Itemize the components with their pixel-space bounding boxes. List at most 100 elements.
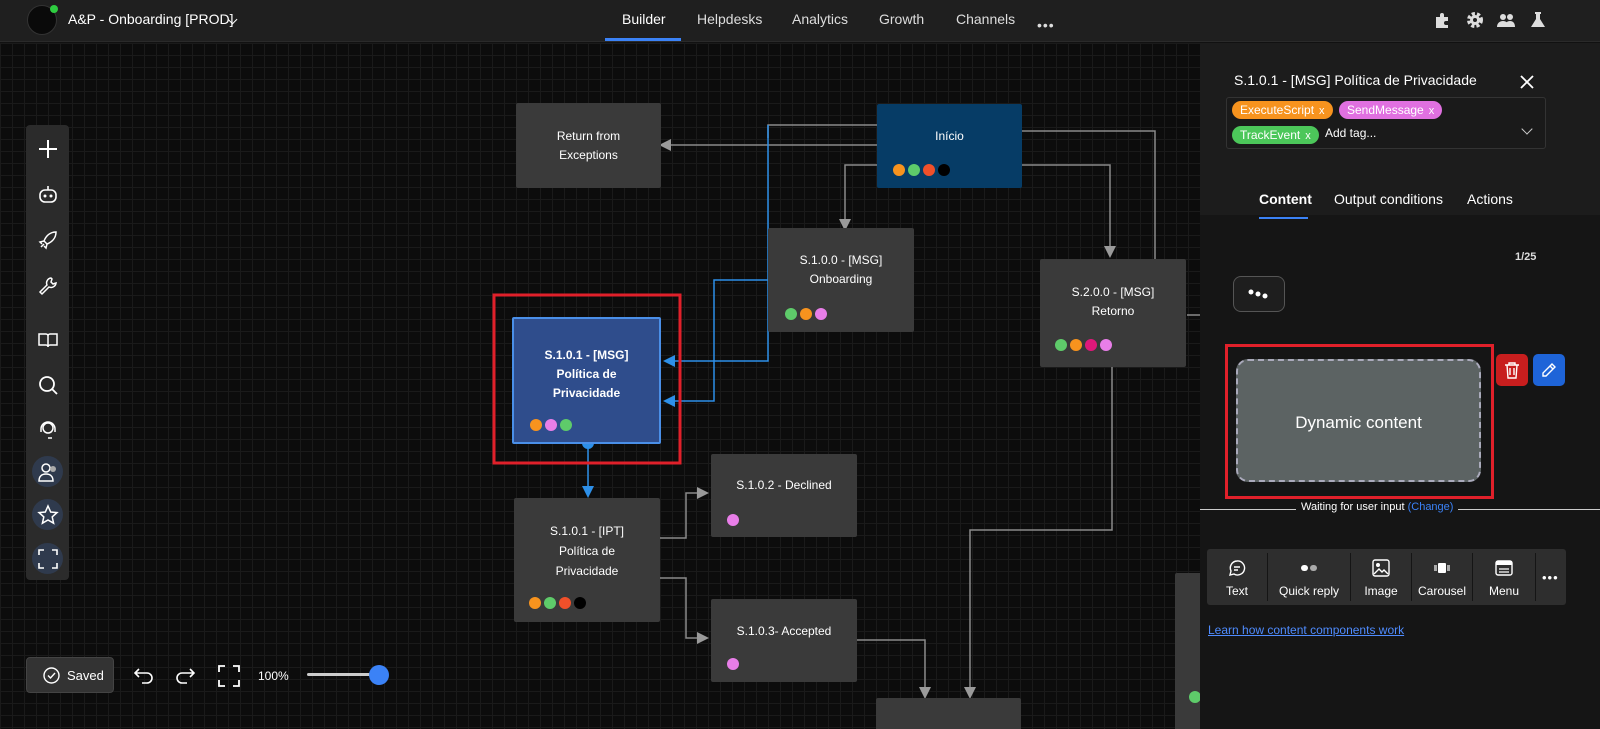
add-carousel-button[interactable]: Carousel [1412, 549, 1472, 605]
add-tag-placeholder[interactable]: Add tag... [1325, 126, 1377, 140]
learn-content-link[interactable]: Learn how content components work [1208, 623, 1405, 637]
node-title: S.1.0.2 - Declined [736, 478, 832, 492]
node-s101-ipt[interactable]: S.1.0.1 - [IPT] Política de Privacidade [514, 498, 660, 622]
flask-icon[interactable] [1528, 10, 1548, 30]
more-icon[interactable]: ••• [1037, 17, 1055, 33]
button-label: Quick reply [1278, 584, 1340, 598]
add-menu-button[interactable]: Menu [1473, 549, 1535, 605]
separator [1267, 553, 1268, 601]
search-icon[interactable] [32, 369, 63, 400]
book-icon[interactable] [32, 324, 63, 355]
dynamic-content-label: Dynamic content [1295, 413, 1422, 432]
content-components-bar: Text Quick reply Image Carousel Menu [1207, 549, 1566, 605]
nav-analytics[interactable]: Analytics [792, 11, 849, 27]
top-bar: A&P - Onboarding [PROD] Builder Helpdesk… [0, 0, 1600, 42]
users-icon[interactable] [1496, 10, 1516, 30]
node-title: S.2.0.0 - [MSG] [1071, 285, 1155, 299]
saved-button[interactable]: Saved [26, 657, 114, 693]
saved-label: Saved [67, 668, 104, 683]
node-title: Início [935, 129, 964, 143]
zoom-slider-track[interactable] [307, 673, 378, 676]
chevron-down-icon[interactable] [1521, 123, 1533, 135]
carousel-icon [1434, 563, 1450, 573]
tab-content[interactable]: Content [1259, 191, 1312, 207]
node-subtitle: Onboarding [809, 272, 873, 286]
undo-icon[interactable] [134, 666, 154, 684]
node-subtitle: Retorno [1091, 304, 1135, 318]
remove-tag-icon[interactable]: x [1319, 105, 1325, 117]
tag-dot [727, 514, 739, 526]
panel-header: S.1.0.1 - [MSG] Política de Privacidade … [1200, 43, 1600, 215]
node-s101-msg-selected[interactable]: S.1.0.1 - [MSG] Política de Privacidade [512, 317, 661, 444]
expand-icon[interactable] [32, 543, 63, 574]
separator [1535, 553, 1536, 601]
plus-icon[interactable] [32, 133, 63, 164]
flow-canvas[interactable]: Return from Exceptions Início S.1.0.0 - … [0, 43, 1200, 729]
tag-dot [815, 308, 827, 320]
tab-output-conditions[interactable]: Output conditions [1334, 191, 1443, 207]
remove-tag-icon[interactable]: x [1305, 130, 1311, 142]
typing-indicator[interactable] [1233, 276, 1285, 312]
tag-dot [800, 308, 812, 320]
node-tag-dots [1189, 691, 1200, 703]
add-quick-reply-button[interactable]: Quick reply [1268, 549, 1350, 605]
dynamic-content-block[interactable]: Dynamic content [1236, 359, 1481, 482]
node-editor-panel: S.1.0.1 - [MSG] Política de Privacidade … [1200, 43, 1600, 729]
panel-title: S.1.0.1 - [MSG] Política de Privacidade [1234, 72, 1477, 88]
tag-dot [559, 597, 571, 609]
node-inicio[interactable]: Início [877, 104, 1022, 188]
separator [1411, 553, 1412, 601]
delete-button[interactable] [1496, 354, 1528, 386]
node-tag-dots [727, 514, 739, 526]
users-icon[interactable] [32, 456, 63, 487]
tag-dot [530, 419, 542, 431]
puzzle-icon[interactable] [1433, 10, 1453, 30]
node-tag-dots [1055, 339, 1112, 351]
tag-dot [1100, 339, 1112, 351]
tag-dot [1085, 339, 1097, 351]
rocket-icon[interactable] [32, 224, 63, 255]
redo-icon[interactable] [175, 666, 195, 684]
node-partial-right[interactable] [1175, 573, 1200, 729]
close-icon[interactable] [1518, 73, 1536, 91]
more-components-icon[interactable]: ••• [1542, 570, 1559, 585]
agent-icon[interactable] [32, 413, 63, 444]
add-image-button[interactable]: Image [1351, 549, 1411, 605]
zoom-slider-handle[interactable] [369, 665, 389, 685]
nav-builder[interactable]: Builder [622, 11, 666, 27]
tag-dot [893, 164, 905, 176]
fit-view-icon[interactable] [217, 664, 241, 688]
tab-actions[interactable]: Actions [1467, 191, 1513, 207]
add-text-button[interactable]: Text [1207, 549, 1267, 605]
wrench-icon[interactable] [32, 270, 63, 301]
node-s102-declined[interactable]: S.1.0.2 - Declined [711, 454, 857, 537]
gear-icon[interactable] [1465, 10, 1485, 30]
nav-channels[interactable]: Channels [956, 11, 1016, 27]
node-return-from-exceptions[interactable]: Return from Exceptions [516, 103, 661, 188]
project-selector[interactable]: A&P - Onboarding [PROD] [68, 11, 234, 27]
nav-helpdesks[interactable]: Helpdesks [697, 11, 763, 27]
star-icon[interactable] [32, 499, 63, 530]
bot-icon[interactable] [32, 179, 63, 210]
edit-button[interactable] [1533, 354, 1565, 386]
remove-tag-icon[interactable]: x [1428, 105, 1435, 117]
tag-dot [727, 658, 739, 670]
node-subtitle: Privacidade [552, 386, 621, 400]
node-subtitle: Exceptions [559, 148, 618, 162]
node-s103-accepted[interactable]: S.1.0.3- Accepted [711, 599, 857, 682]
online-status-dot [50, 5, 58, 13]
nav-growth[interactable]: Growth [879, 11, 925, 27]
flow-connections [492, 124, 1200, 699]
node-s100-onboarding[interactable]: S.1.0.0 - [MSG] Onboarding [768, 228, 914, 332]
node-title: S.1.0.0 - [MSG] [799, 253, 883, 267]
tag-dot [1070, 339, 1082, 351]
app-logo[interactable] [27, 5, 58, 35]
node-subtitle: Privacidade [555, 564, 619, 578]
node-partial-bottom[interactable] [876, 698, 1021, 729]
change-link[interactable]: (Change) [1407, 501, 1454, 513]
node-s200-retorno[interactable]: S.2.0.0 - [MSG] Retorno [1040, 259, 1186, 367]
